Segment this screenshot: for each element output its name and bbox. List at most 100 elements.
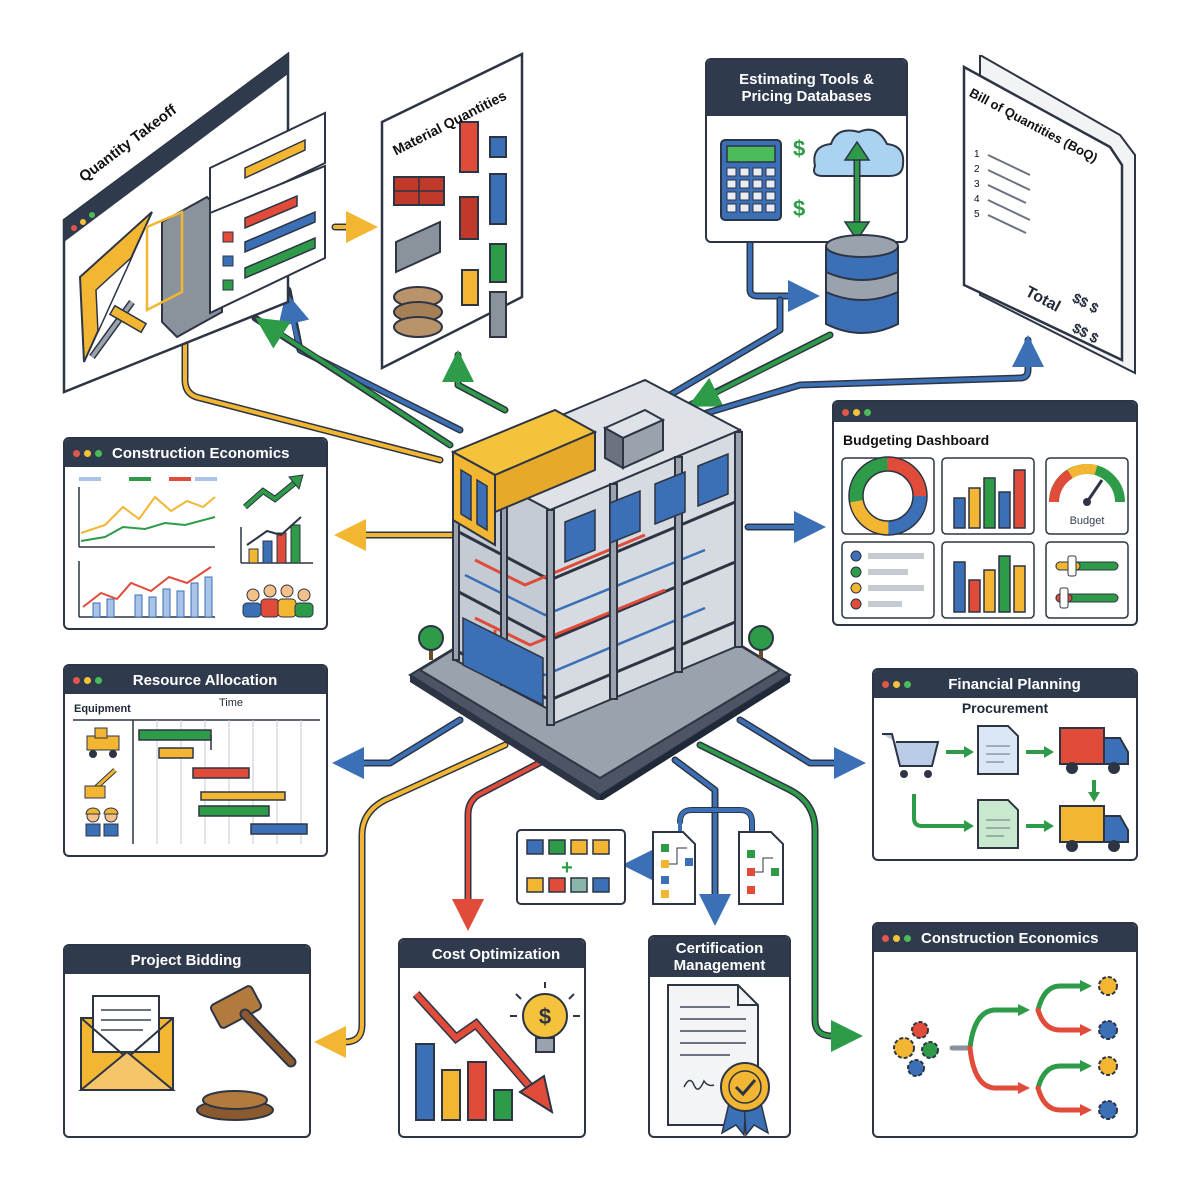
legend-list-icon [850,550,924,610]
certification-panel: Certification Management [648,935,791,1138]
resource-col-equipment: Equipment [74,703,131,715]
color-grid-card: + [516,829,626,905]
resource-col-time: Time [219,697,244,709]
bar-chart-icon [240,516,313,564]
bidding-illustration [78,985,297,1121]
estimating-title-line1: Estimating Tools & [739,71,874,88]
arrow-db-to-building-blue [668,298,782,397]
budgeting-widgets: Budget [841,456,1129,619]
arrow-to-materials-green [442,350,507,412]
building-icon [408,378,792,800]
sync-arrow-icon [843,140,871,241]
material-quantities-panel: Material Quantities [380,52,525,371]
resource-title: Resource Allocation [132,671,278,689]
tree-icon [418,625,444,660]
arrow-estimating-to-db [748,238,820,312]
crane-icon [84,768,117,799]
certification-title-line2: Management [673,957,766,974]
financial-planning-panel: Financial Planning Procurement [872,668,1138,861]
gavel-icon [196,985,297,1121]
economics-bottom-title: Construction Economics [921,929,1099,947]
svg-text:$: $ [539,1004,551,1029]
document-icon [977,799,1019,849]
project-bidding-panel: Project Bidding [63,944,311,1138]
construction-economics-bottom-panel: Construction Economics [872,922,1138,1138]
estimating-tools-panel: Estimating Tools & Pricing Databases $ $ [705,58,908,243]
slider-icons [1055,555,1119,609]
arrow-to-certification-blue [673,758,731,926]
svg-text:+: + [561,857,573,879]
arrow-to-resource-blue [332,718,462,779]
quantity-takeoff-sheet [62,51,290,394]
workflow-cards: + [516,829,784,905]
arrow-to-bidding-yellow [314,743,507,1058]
line-chart-icon [78,477,217,548]
budgeting-titlebar [834,402,1136,422]
decision-tree-illustration [893,976,1118,1120]
arrow-to-cost-red [452,758,547,931]
procurement-label: Procurement [961,700,1049,716]
dollar-icon: $ [793,136,805,161]
trend-up-icon [243,474,304,510]
triangle-ruler-icon [78,211,153,363]
decreasing-bar-chart [415,1043,513,1121]
estimating-illustration: $ $ [720,128,905,241]
arrow-to-financial-blue [738,718,866,779]
gear-icon [893,1021,939,1077]
arrow-to-boq-blue [698,335,1044,417]
bar-line-chart-icon [78,561,215,618]
arrow-to-takeoff-green [255,317,452,447]
document-icon [977,725,1019,775]
bidding-titlebar: Project Bidding [65,946,309,974]
financial-title: Financial Planning [948,675,1081,693]
procurement-flow [882,725,1129,852]
material-quantities-sheet [380,52,524,371]
brick-stack-icon [393,176,445,206]
economics-bottom-titlebar: Construction Economics [874,924,1136,952]
excavator-icon [86,727,120,758]
wall-model-icon [145,195,223,339]
budgeting-dashboard-panel: Budgeting Dashboard Budget [832,400,1138,626]
gauge-icon [1049,463,1125,506]
estimating-titlebar: Estimating Tools & Pricing Databases [707,60,906,116]
financial-titlebar: Financial Planning [874,670,1136,698]
gauge-label: Budget [1070,515,1105,527]
flowchart-doc-icon [652,831,696,905]
cost-titlebar: Cost Optimization [400,940,584,968]
shopping-cart-icon [882,733,940,778]
bar-chart-icon [953,555,1026,613]
cost-illustration: $ [412,982,580,1121]
team-icon [242,584,314,618]
steel-beam-icon [395,220,441,274]
flowchart-doc-icon [738,831,784,905]
truck-icon [1059,727,1129,774]
economics-charts [78,474,314,618]
budgeting-title: Budgeting Dashboard [843,432,990,448]
calculator-icon [720,139,782,221]
certification-titlebar: Certification Management [650,937,789,977]
estimating-title-line2: Pricing Databases [741,88,872,105]
material-bars [459,121,507,338]
database-icon [825,234,899,334]
quantity-takeoff-panel: Quantity Takeoff [62,51,290,394]
boq-panel: Bill of Quantities (BoQ) 1 2 3 4 5 Total… [960,53,1145,375]
gantt-chart [73,719,320,844]
arrow-building-to-db-green [687,333,832,407]
cement-bags-icon [393,286,443,338]
bar-chart-icon [953,469,1026,529]
resource-titlebar: Resource Allocation [65,666,326,694]
gear-icon [1098,976,1118,1120]
pencil-icon [89,299,148,360]
arrow-to-economics-bottom-green [698,743,863,1052]
certificate-icon [667,984,770,1136]
boq-sheet [962,53,1136,375]
resource-allocation-panel: Resource Allocation Equipment Time [63,664,328,857]
takeoff-overlay-cards [209,111,326,315]
boq-row-numbers: 1 2 3 4 5 [974,149,980,220]
tree-icon [748,625,774,658]
lightbulb-icon: $ [510,982,580,1053]
workers-icon [85,807,119,837]
cost-title: Cost Optimization [431,945,561,963]
construction-economics-top-panel: Construction Economics [63,437,328,630]
